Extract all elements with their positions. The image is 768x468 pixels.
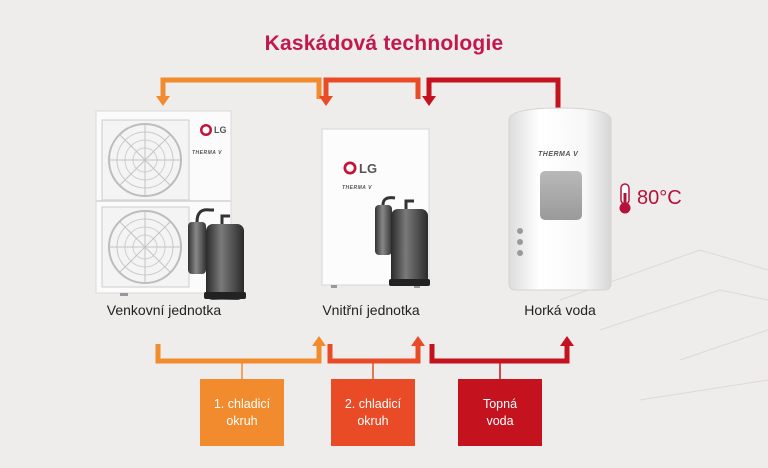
red-top-arrowhead [422,96,436,106]
red-orange-bottom-arrowhead [411,336,425,346]
temperature-label: 80°C [637,187,682,209]
red-orange-bottom-line [327,344,421,364]
indicator-dot [517,239,523,245]
tank-brand: THERMA V [538,151,579,158]
indoor-brand: THERMA V [342,185,372,191]
orange-bottom-line [155,344,322,364]
top-flow-arrows [156,77,561,108]
diagram-title: Kaskádová technologie [264,32,504,55]
red-bottom-arrowhead [560,336,574,346]
orange-top-arrowhead [156,96,170,106]
red-bottom-line [429,344,570,364]
outdoor-brand: THERMA V [192,150,222,156]
circuit-box-1: 1. chladicí okruh [200,379,284,446]
fan-icon [101,119,190,201]
circuit-label: Topná voda [482,396,518,428]
compressor-icon [375,196,430,286]
thermometer-icon [619,183,631,214]
orange-bottom-arrowhead [312,336,326,346]
circuit-label: 1. chladicí okruh [213,396,271,428]
red-orange-top-arrowhead [319,96,333,106]
outdoor-unit-label: Venkovní jednotka [106,302,222,318]
indicator-dot [517,228,523,234]
circuit-box-3: Topná voda [458,379,542,446]
hot-water-tank [508,107,612,291]
outdoor-logo-text: LG [214,125,227,135]
fan-icon [101,206,190,288]
orange-top-line [160,77,322,99]
indoor-logo-text: LG [359,161,378,176]
red-orange-top-line [323,77,421,99]
red-top-line [426,77,561,108]
circuit-label: 2. chladicí okruh [344,396,402,428]
circuit-box-2: 2. chladicí okruh [331,379,415,446]
bottom-flow-arrows [155,336,574,379]
tank-label: Horká voda [524,302,596,318]
indicator-dot [517,250,523,256]
compressor-icon [188,208,246,300]
indoor-unit-label: Vnitřní jednotka [322,302,420,318]
